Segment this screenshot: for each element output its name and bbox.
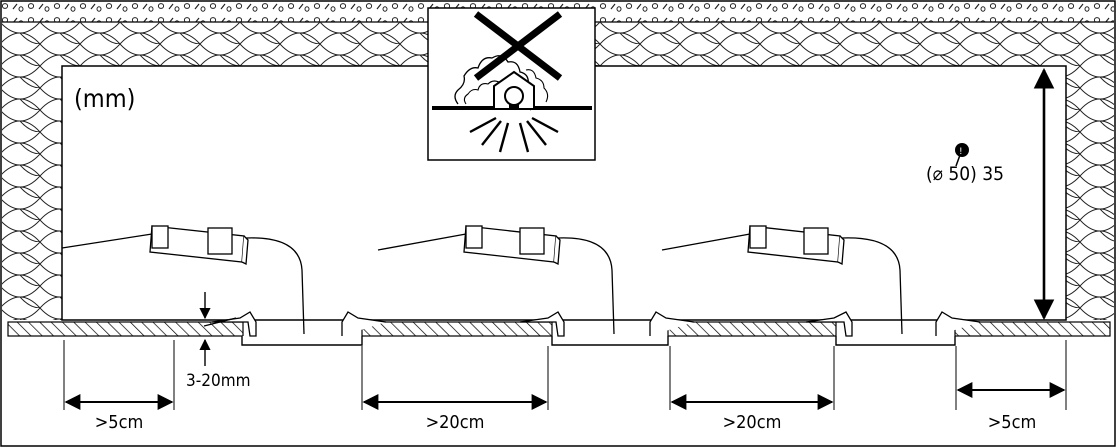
spacing-label-middle-left: >20cm — [426, 412, 485, 433]
panel-lights — [241, 336, 956, 346]
height-label: (⌀ 50) 35 — [926, 163, 1004, 185]
ceiling-board — [7, 321, 1111, 337]
spacing-label-right: >5cm — [988, 412, 1037, 433]
extension-lines — [63, 340, 1067, 410]
thickness-label: 3-20mm — [186, 371, 251, 391]
spacing-dimensions — [64, 382, 1066, 410]
spacing-label-left: >5cm — [95, 412, 144, 433]
info-icon: ! — [955, 143, 969, 167]
spring-clips — [203, 311, 981, 337]
led-drivers — [61, 225, 903, 335]
spacing-label-middle-right: >20cm — [723, 412, 782, 433]
no-insulation-cover-icon — [427, 7, 596, 161]
svg-text:!: ! — [959, 147, 963, 157]
unit-label: (mm) — [74, 84, 135, 113]
